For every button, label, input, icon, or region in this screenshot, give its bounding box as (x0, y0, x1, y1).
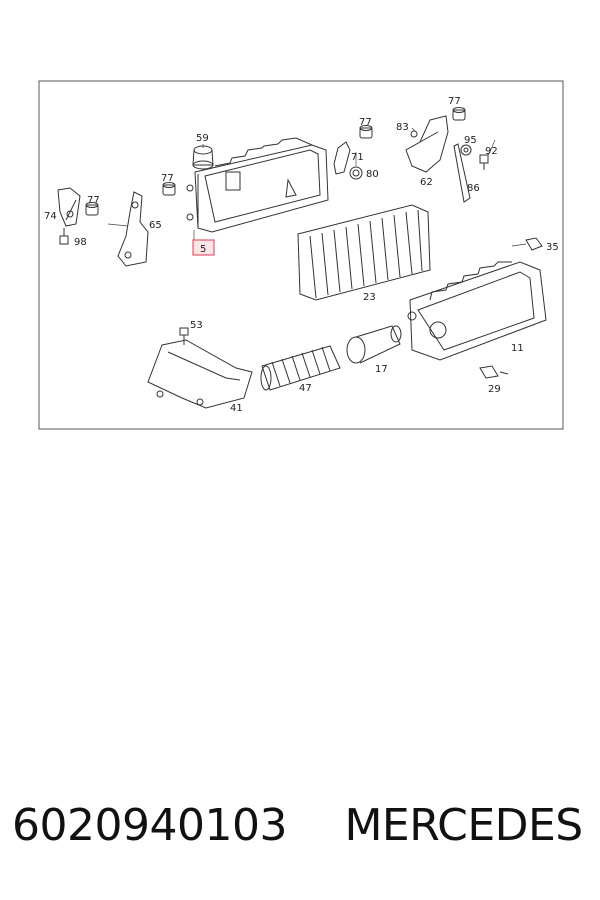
diagram-frame (38, 80, 564, 430)
callout-62: 62 (420, 177, 433, 188)
parts-diagram: 59 77 77 77 77 83 95 92 71 80 62 86 74 6… (38, 80, 564, 430)
bushing-77-mid (162, 182, 176, 196)
caption: 6020940103 MERCEDES (12, 800, 592, 860)
callout-11: 11 (511, 343, 524, 354)
bracket-62 (405, 115, 449, 173)
bracket-74 (57, 187, 81, 227)
callout-41: 41 (230, 403, 243, 414)
callout-5: 5 (200, 244, 206, 255)
bracket-71 (333, 141, 351, 175)
bolt-98 (59, 228, 69, 245)
intake-duct-41 (147, 339, 253, 409)
callout-71: 71 (351, 152, 364, 163)
bracket-65 (117, 191, 149, 267)
callout-59: 59 (196, 133, 209, 144)
rod-86 (453, 143, 471, 203)
callout-77: 77 (87, 195, 100, 206)
part-number: 6020940103 (12, 800, 287, 851)
callout-77: 77 (161, 173, 174, 184)
highlight-box-part-5[interactable] (192, 239, 215, 256)
bolt-92 (479, 154, 489, 170)
lower-housing-11 (407, 261, 547, 361)
bushing-77-upper (359, 125, 373, 139)
callout-53: 53 (190, 320, 203, 331)
brand-name: MERCEDES (344, 800, 583, 851)
callout-29: 29 (488, 384, 501, 395)
filter-housing-cover (186, 137, 329, 233)
callout-17: 17 (375, 364, 388, 375)
callout-86: 86 (467, 183, 480, 194)
nut-80 (349, 166, 363, 180)
callout-95: 95 (464, 135, 477, 146)
callout-92: 92 (485, 146, 498, 157)
clip-29 (479, 365, 509, 379)
clip-35 (525, 237, 543, 251)
callout-35: 35 (546, 242, 559, 253)
washer-95 (460, 144, 472, 156)
callout-98: 98 (74, 237, 87, 248)
bushing-77-right (452, 107, 466, 121)
filter-element-23 (297, 204, 431, 301)
callout-23: 23 (363, 292, 376, 303)
callout-74: 74 (44, 211, 57, 222)
callout-47: 47 (299, 383, 312, 394)
callout-65: 65 (149, 220, 162, 231)
callout-83: 83 (396, 122, 409, 133)
corrugated-hose-47 (260, 345, 341, 391)
callout-77: 77 (359, 117, 372, 128)
funnel-17 (346, 325, 402, 364)
callout-77: 77 (448, 96, 461, 107)
bushing-77-left (85, 202, 99, 216)
callout-80: 80 (366, 169, 379, 180)
